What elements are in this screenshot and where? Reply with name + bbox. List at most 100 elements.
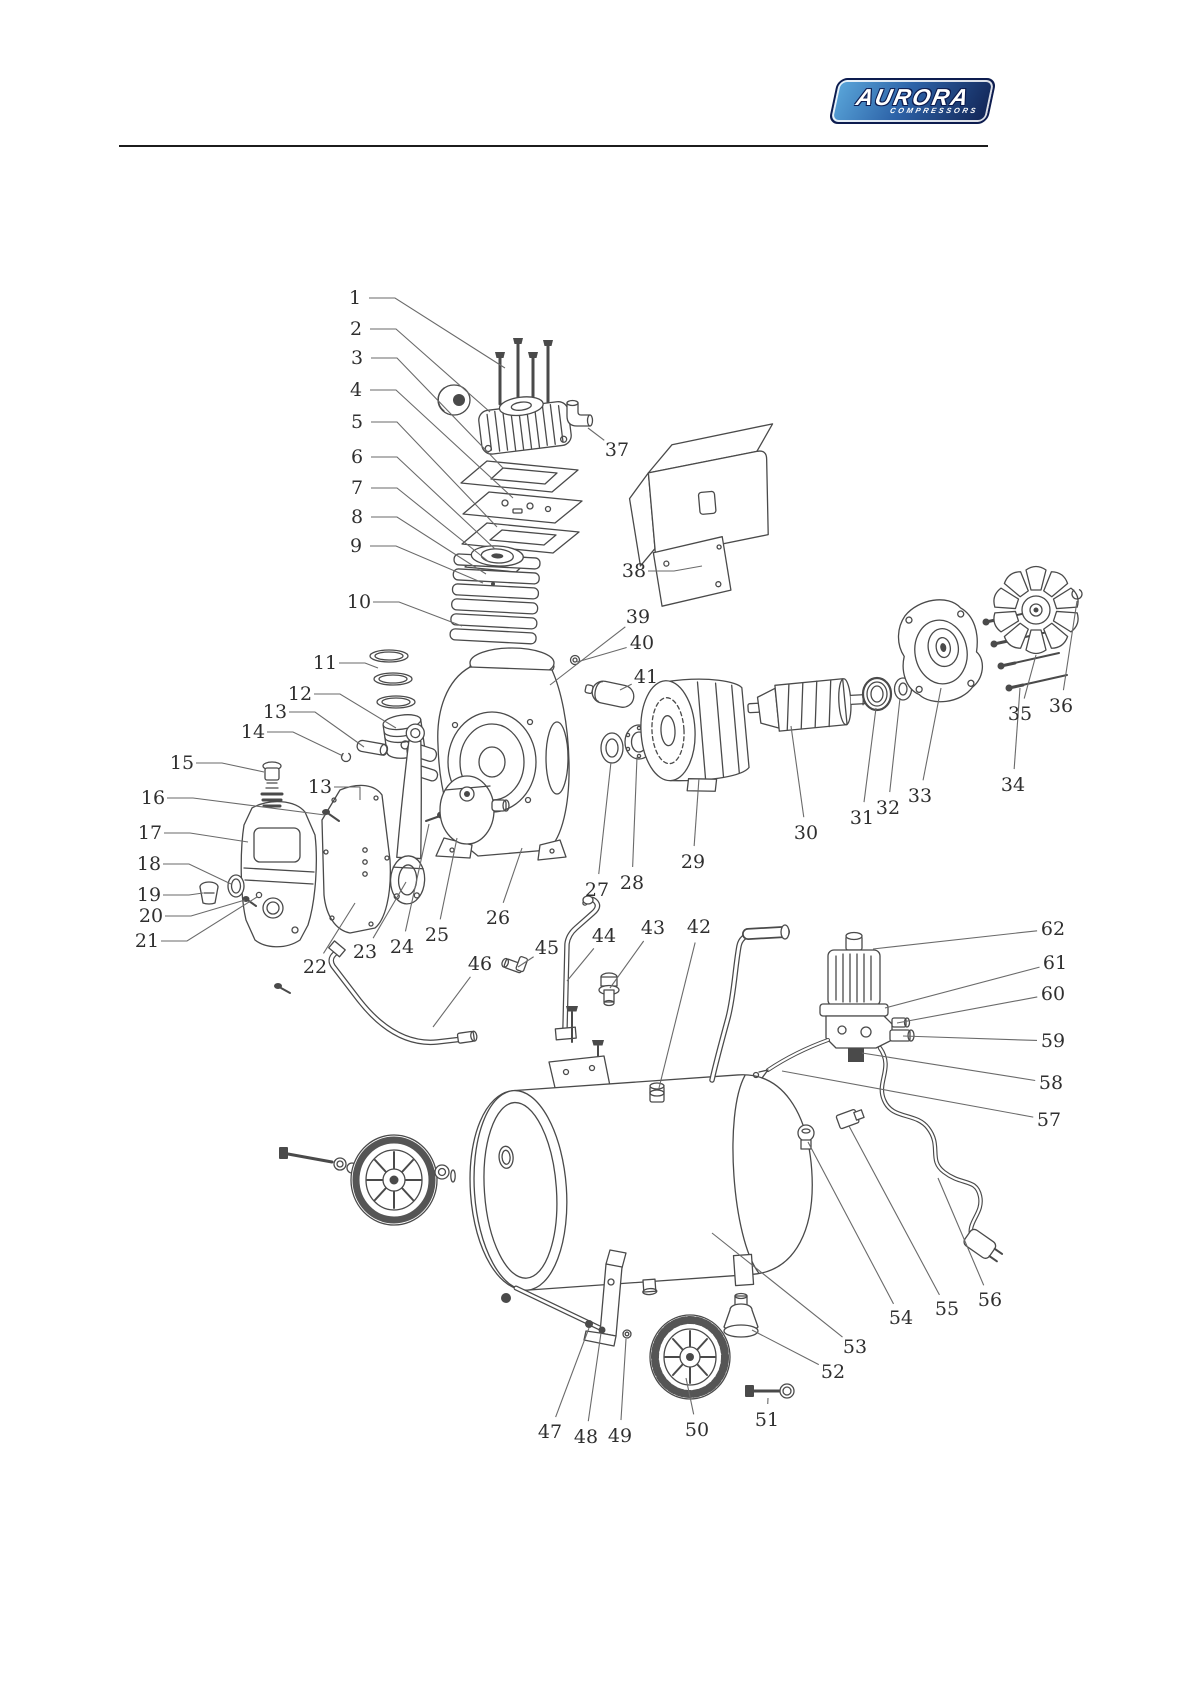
callout-47: 47: [538, 1421, 562, 1443]
tank-art: [469, 1074, 813, 1296]
callout-13: 13: [263, 701, 287, 723]
cylinder-head-art: [478, 396, 572, 455]
callout-23: 23: [353, 941, 377, 963]
leader-line-47: [555, 1327, 590, 1418]
leader-line-39: [549, 626, 626, 686]
sight-glass-art: [227, 874, 245, 898]
oil-plug-art: [199, 881, 219, 905]
wrist-pin-art: [356, 739, 389, 756]
callout-60: 60: [1041, 983, 1065, 1005]
leader-line-35: [1023, 654, 1037, 699]
callout-17: 17: [138, 822, 162, 844]
callout-40: 40: [630, 632, 654, 654]
screw-loose-art: [274, 983, 291, 994]
callout-61: 61: [1043, 952, 1067, 974]
leader-line-48: [587, 1332, 602, 1422]
leader-line-19: [163, 892, 204, 896]
end-flange-art: [897, 599, 983, 703]
callout-20: 20: [139, 905, 163, 927]
callout-50: 50: [685, 1419, 709, 1441]
callout-38: 38: [622, 560, 646, 582]
leader-line-29: [693, 777, 700, 847]
crankcase-cover-art: [240, 801, 317, 948]
callout-33: 33: [908, 785, 932, 807]
bracket-art: [583, 1249, 627, 1347]
leader-line-14: [267, 731, 344, 757]
leader-line-54: [807, 1141, 895, 1305]
callout-25: 25: [425, 924, 449, 946]
leader-line-56: [937, 1177, 985, 1286]
oring-21-art: [255, 891, 263, 899]
callout-14: 14: [241, 721, 265, 743]
cord-grommet-art: [835, 1108, 865, 1130]
leader-line-59: [902, 1035, 1038, 1042]
callout-34: 34: [1001, 774, 1025, 796]
callout-19: 19: [137, 884, 161, 906]
leader-line-2: [370, 328, 491, 413]
callout-30: 30: [794, 822, 818, 844]
leader-line-20: [165, 899, 246, 917]
leader-line-44: [566, 948, 595, 982]
callout-8: 8: [351, 506, 363, 528]
leader-line-33: [922, 687, 942, 781]
callout-12: 12: [288, 683, 312, 705]
motor-shroud-art: [628, 423, 774, 607]
leader-line-34: [1013, 687, 1021, 770]
leader-line-10: [373, 601, 463, 627]
callout-18: 18: [137, 853, 161, 875]
leader-line-3: [371, 357, 504, 469]
crank-eccentric-art: [439, 775, 510, 845]
rotor-art: [747, 678, 880, 732]
capacitor-art: [584, 680, 635, 708]
callout-46: 46: [468, 953, 492, 975]
leader-line-28: [632, 756, 638, 868]
callout-5: 5: [351, 411, 363, 433]
leader-line-41: [619, 683, 632, 691]
leader-line-30: [790, 725, 805, 818]
callout-1: 1: [349, 287, 361, 309]
leader-line-24: [404, 823, 430, 932]
callout-43: 43: [641, 917, 665, 939]
callout-4: 4: [350, 379, 362, 401]
callout-22: 22: [303, 956, 327, 978]
leader-line-50: [685, 1377, 695, 1415]
cylinder-art: [449, 545, 541, 645]
bracket-screws-art: [585, 1320, 632, 1339]
left-wheel-nut-art: [434, 1164, 456, 1183]
callout-24: 24: [390, 936, 414, 958]
pin-clip-art: [340, 751, 352, 763]
leader-line-55: [848, 1125, 940, 1296]
callout-39: 39: [626, 606, 650, 628]
leader-line-32: [889, 697, 901, 793]
leader-line-9: [370, 545, 484, 584]
leader-line-43: [609, 940, 645, 989]
callout-21: 21: [135, 930, 159, 952]
callout-26: 26: [486, 907, 510, 929]
callout-54: 54: [889, 1307, 913, 1329]
back-plate-art: [321, 784, 391, 934]
pressure-switch-art: [819, 931, 915, 1062]
leader-line-13: [334, 786, 361, 800]
leader-line-11: [339, 662, 379, 669]
leader-line-12: [314, 693, 397, 729]
leader-line-15: [196, 762, 265, 773]
left-wheel-art: [350, 1134, 438, 1226]
piston-rings-art: [369, 649, 416, 709]
callout-31: 31: [850, 807, 874, 829]
leader-line-23: [372, 881, 407, 939]
callout-3: 3: [351, 347, 363, 369]
callout-6: 6: [351, 446, 363, 468]
callout-58: 58: [1039, 1072, 1063, 1094]
leader-line-25: [439, 837, 458, 920]
leader-line-21: [161, 896, 258, 942]
leader-line-61: [884, 966, 1040, 1009]
leader-line-31: [863, 707, 877, 803]
callout-48: 48: [574, 1426, 598, 1448]
stator-art: [640, 678, 750, 792]
connecting-rod-art: [389, 723, 426, 905]
callout-45: 45: [535, 937, 559, 959]
callout-16: 16: [141, 787, 165, 809]
callout-49: 49: [608, 1425, 632, 1447]
